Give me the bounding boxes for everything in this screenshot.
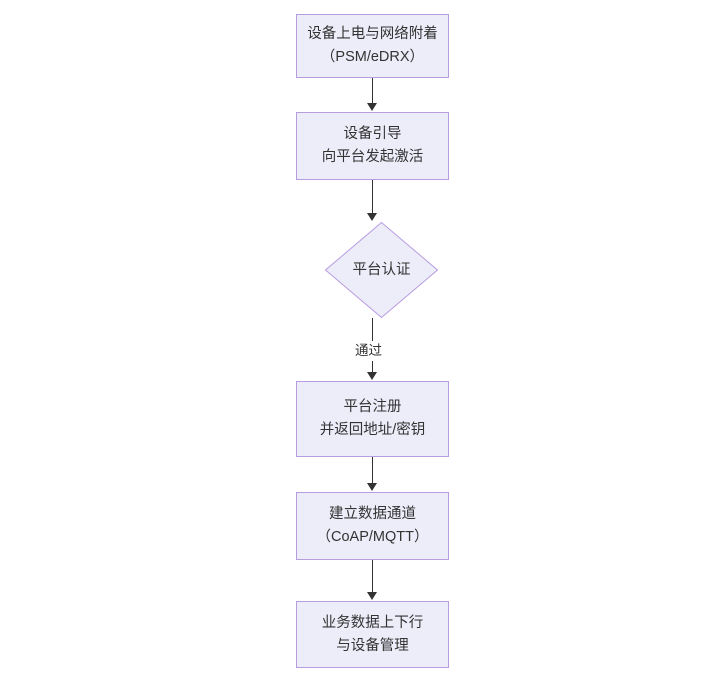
node-power-line-1: 设备上电与网络附着 bbox=[307, 26, 438, 42]
node-bootstrap-line-1: 设备引导 bbox=[343, 126, 402, 142]
node-business-data-and-device-management[interactable]: 业务数据上下行 与设备管理 bbox=[296, 601, 449, 668]
node-channel-line-2: （CoAP/MQTT） bbox=[316, 529, 429, 545]
arrowhead-channel-to-data-icon bbox=[367, 592, 377, 600]
node-data-line-2: 与设备管理 bbox=[336, 637, 409, 654]
node-register-line-1: 平台注册 bbox=[343, 399, 402, 415]
node-bootstrap-line-2: 向平台发起激活 bbox=[321, 149, 424, 165]
node-power-line-2: （PSM/eDRX） bbox=[320, 49, 425, 65]
node-data-line-1: 业务数据上下行 bbox=[321, 614, 424, 631]
arrowhead-auth-to-register-icon bbox=[367, 372, 377, 380]
arrowhead-power-to-bootstrap-icon bbox=[367, 103, 377, 111]
node-channel-line-1: 建立数据通道 bbox=[329, 506, 416, 522]
connector-register-to-channel bbox=[372, 457, 373, 484]
node-device-bootstrap[interactable]: 设备引导 向平台发起激活 bbox=[296, 112, 449, 180]
arrowhead-register-to-channel-icon bbox=[367, 483, 377, 491]
node-auth-label: 平台认证 bbox=[352, 261, 411, 278]
node-register-line-2: 并返回地址/密钥 bbox=[319, 422, 426, 438]
edge-label-pass: 通过 bbox=[352, 341, 385, 361]
connector-power-to-bootstrap bbox=[372, 78, 373, 104]
diamond-shape-icon bbox=[325, 222, 438, 318]
node-platform-registration[interactable]: 平台注册 并返回地址/密钥 bbox=[296, 381, 449, 457]
node-platform-authentication[interactable]: 平台认证 bbox=[325, 222, 438, 318]
node-establish-data-channel[interactable]: 建立数据通道 （CoAP/MQTT） bbox=[296, 492, 449, 560]
node-device-power-on[interactable]: 设备上电与网络附着 （PSM/eDRX） bbox=[296, 14, 449, 78]
connector-bootstrap-to-auth bbox=[372, 180, 373, 214]
arrowhead-bootstrap-to-auth-icon bbox=[367, 213, 377, 221]
connector-channel-to-data bbox=[372, 560, 373, 593]
